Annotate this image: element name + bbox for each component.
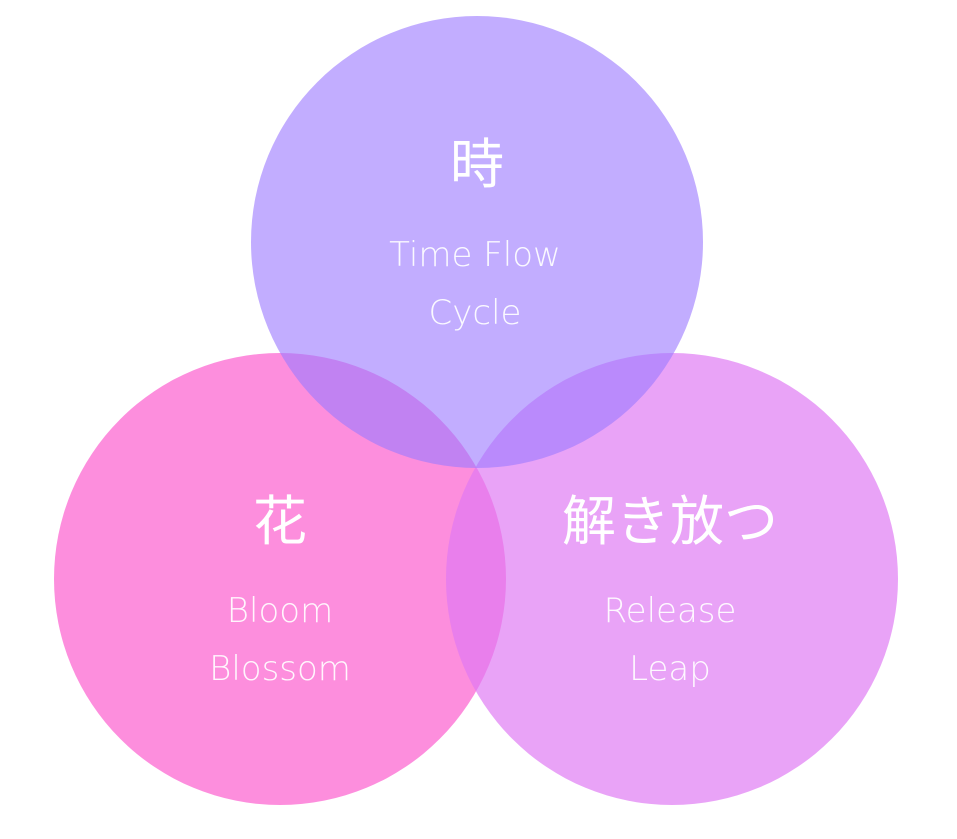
circle-time-line-2: Cycle — [429, 293, 522, 333]
circle-release — [446, 353, 898, 805]
circle-flower-title: 花 — [253, 490, 307, 553]
circle-time-line-1: Time Flow — [389, 235, 561, 275]
circle-release-title: 解き放つ — [562, 490, 778, 553]
circle-flower — [54, 353, 506, 805]
circle-flower-line-1: Bloom — [227, 591, 333, 631]
circle-release-line-2: Leap — [629, 649, 711, 689]
circle-release-line-1: Release — [604, 591, 737, 631]
circle-flower-line-2: Blossom — [209, 649, 351, 689]
circle-time-title: 時 — [450, 133, 504, 196]
circle-time — [251, 16, 703, 468]
